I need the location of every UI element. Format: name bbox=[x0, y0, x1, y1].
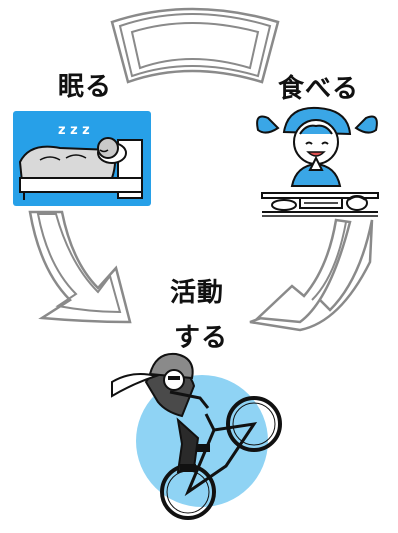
left-cycle-arrow bbox=[28, 210, 132, 324]
sleep-illustration: z z z bbox=[13, 111, 151, 206]
activity-label-line1: 活動 bbox=[170, 278, 225, 308]
zzz-text: z z z bbox=[58, 123, 90, 138]
sleep-label: 眠る bbox=[58, 72, 113, 102]
activity-illustration bbox=[111, 352, 282, 520]
top-cycle-arrow bbox=[110, 7, 280, 84]
activity-label-line2: する bbox=[174, 323, 229, 353]
right-cycle-arrow bbox=[249, 218, 374, 332]
eat-label: 食べる bbox=[278, 74, 360, 104]
eat-illustration bbox=[256, 106, 379, 217]
